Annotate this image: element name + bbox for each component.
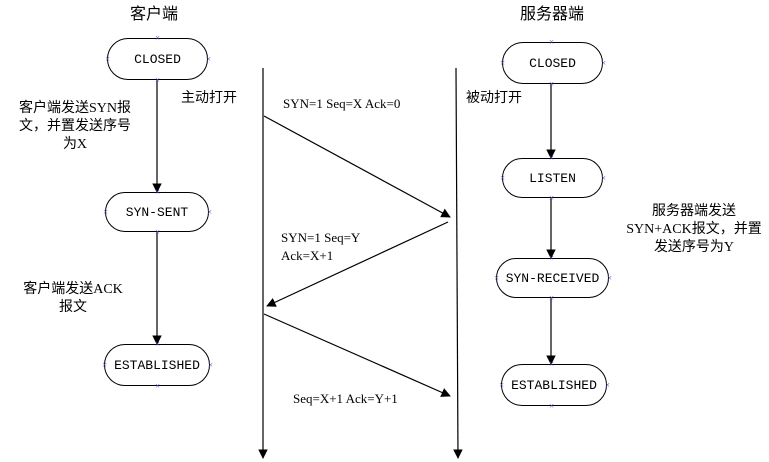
server-title: 服务器端 [520,6,585,23]
client-title: 客户端 [130,6,179,23]
ack-message-label: Seq=X+1 Ack=Y+1 [293,391,398,406]
marker-icon: × [600,58,607,68]
marker-icon: × [548,359,555,369]
marker-icon: × [154,75,161,85]
marker-icon: × [206,207,213,217]
server-state-listen: LISTEN [502,158,603,198]
marker-icon: × [606,273,613,283]
client-state-established: ESTABLISHED [104,344,210,386]
marker-icon: × [205,54,212,64]
marker-icon: × [154,187,161,197]
marker-icon: × [600,173,607,183]
marker-icon: × [104,54,111,64]
marker-icon: × [102,207,109,217]
client-state-closed: CLOSED [107,38,208,80]
client-state-syn-sent-label: SYN-SENT [125,204,189,220]
marker-icon: × [548,193,555,203]
server-state-established: ESTABLISHED [501,364,607,406]
server-state-closed-label: CLOSED [529,55,576,71]
syn-message-arrow [263,115,451,218]
server-state-syn-received-label: SYN-RECEIVED [505,270,600,286]
server-state-syn-received: SYN-RECEIVED [496,258,609,298]
marker-icon: × [548,153,555,163]
server-send-synack-note: 服务器端发送 SYN+ACK报文，并置 发送序号为Y [626,204,762,255]
client-state-established-label: ESTABLISHED [114,357,200,373]
marker-icon: × [499,173,506,183]
synack-message-arrow [266,221,449,307]
client-state-closed-label: CLOSED [134,51,181,67]
server-state-established-label: ESTABLISHED [511,377,597,393]
syn-message-label: SYN=1 Seq=X Ack=0 [283,96,401,111]
marker-icon: × [154,339,161,349]
client-send-ack-note: 客户端发送ACK 报文 [23,282,123,315]
synack-message-label: SYN=1 Seq=Y Ack=X+1 [281,230,361,263]
marker-icon: × [548,37,555,47]
passive-open-label: 被动打开 [466,91,522,106]
marker-icon: × [101,360,108,370]
marker-icon: × [499,58,506,68]
marker-icon: × [154,381,161,391]
marker-icon: × [548,401,555,411]
client-state-syn-sent: SYN-SENT [105,192,209,232]
active-open-label: 主动打开 [181,91,237,106]
marker-icon: × [207,360,214,370]
marker-icon: × [493,273,500,283]
marker-icon: × [154,33,161,43]
marker-icon: × [154,227,161,237]
ack-message-arrow [263,313,451,397]
marker-icon: × [548,79,555,89]
marker-icon: × [604,380,611,390]
marker-icon: × [498,380,505,390]
server-state-closed: CLOSED [502,42,603,84]
server-timeline [453,67,463,459]
client-send-syn-note: 客户端发送SYN报 文，并置发送序号 为X [18,101,131,152]
marker-icon: × [548,253,555,263]
marker-icon: × [548,293,555,303]
server-state-listen-label: LISTEN [529,170,576,186]
